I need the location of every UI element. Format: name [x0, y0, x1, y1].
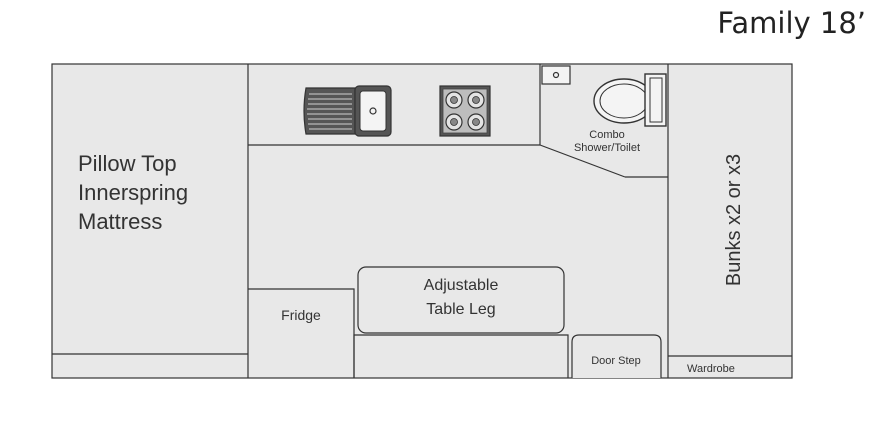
door-step: Door Step — [571, 334, 662, 378]
table-label-line1: Adjustable — [424, 277, 499, 294]
fridge-label: Fridge — [281, 307, 321, 323]
bed-label-line2: Innerspring — [78, 180, 188, 205]
sink-icon — [303, 85, 392, 137]
bathroom: Combo Shower/Toilet — [539, 64, 668, 178]
bed-label-line1: Pillow Top — [78, 151, 177, 176]
toilet-icon — [593, 73, 667, 127]
bench-seat — [353, 334, 569, 378]
shower-label-line1: Combo — [589, 129, 624, 141]
wardrobe-label: Wardrobe — [687, 363, 735, 375]
bed-area: Pillow Top Innerspring Mattress — [52, 64, 249, 378]
table-label-line2: Table Leg — [426, 301, 495, 318]
door-step-label: Door Step — [591, 355, 641, 367]
stove-icon — [439, 85, 491, 137]
bed-label-line3: Mattress — [78, 209, 162, 234]
shower-label-line2: Shower/Toilet — [574, 142, 640, 154]
plan-title: Family 18’ — [717, 6, 866, 40]
bunks-area: Bunks x2 or x3 Wardrobe — [667, 64, 792, 378]
bunks-label: Bunks x2 or x3 — [723, 154, 745, 286]
adjustable-table: Adjustable Table Leg — [357, 266, 565, 334]
basin-icon — [541, 65, 571, 85]
